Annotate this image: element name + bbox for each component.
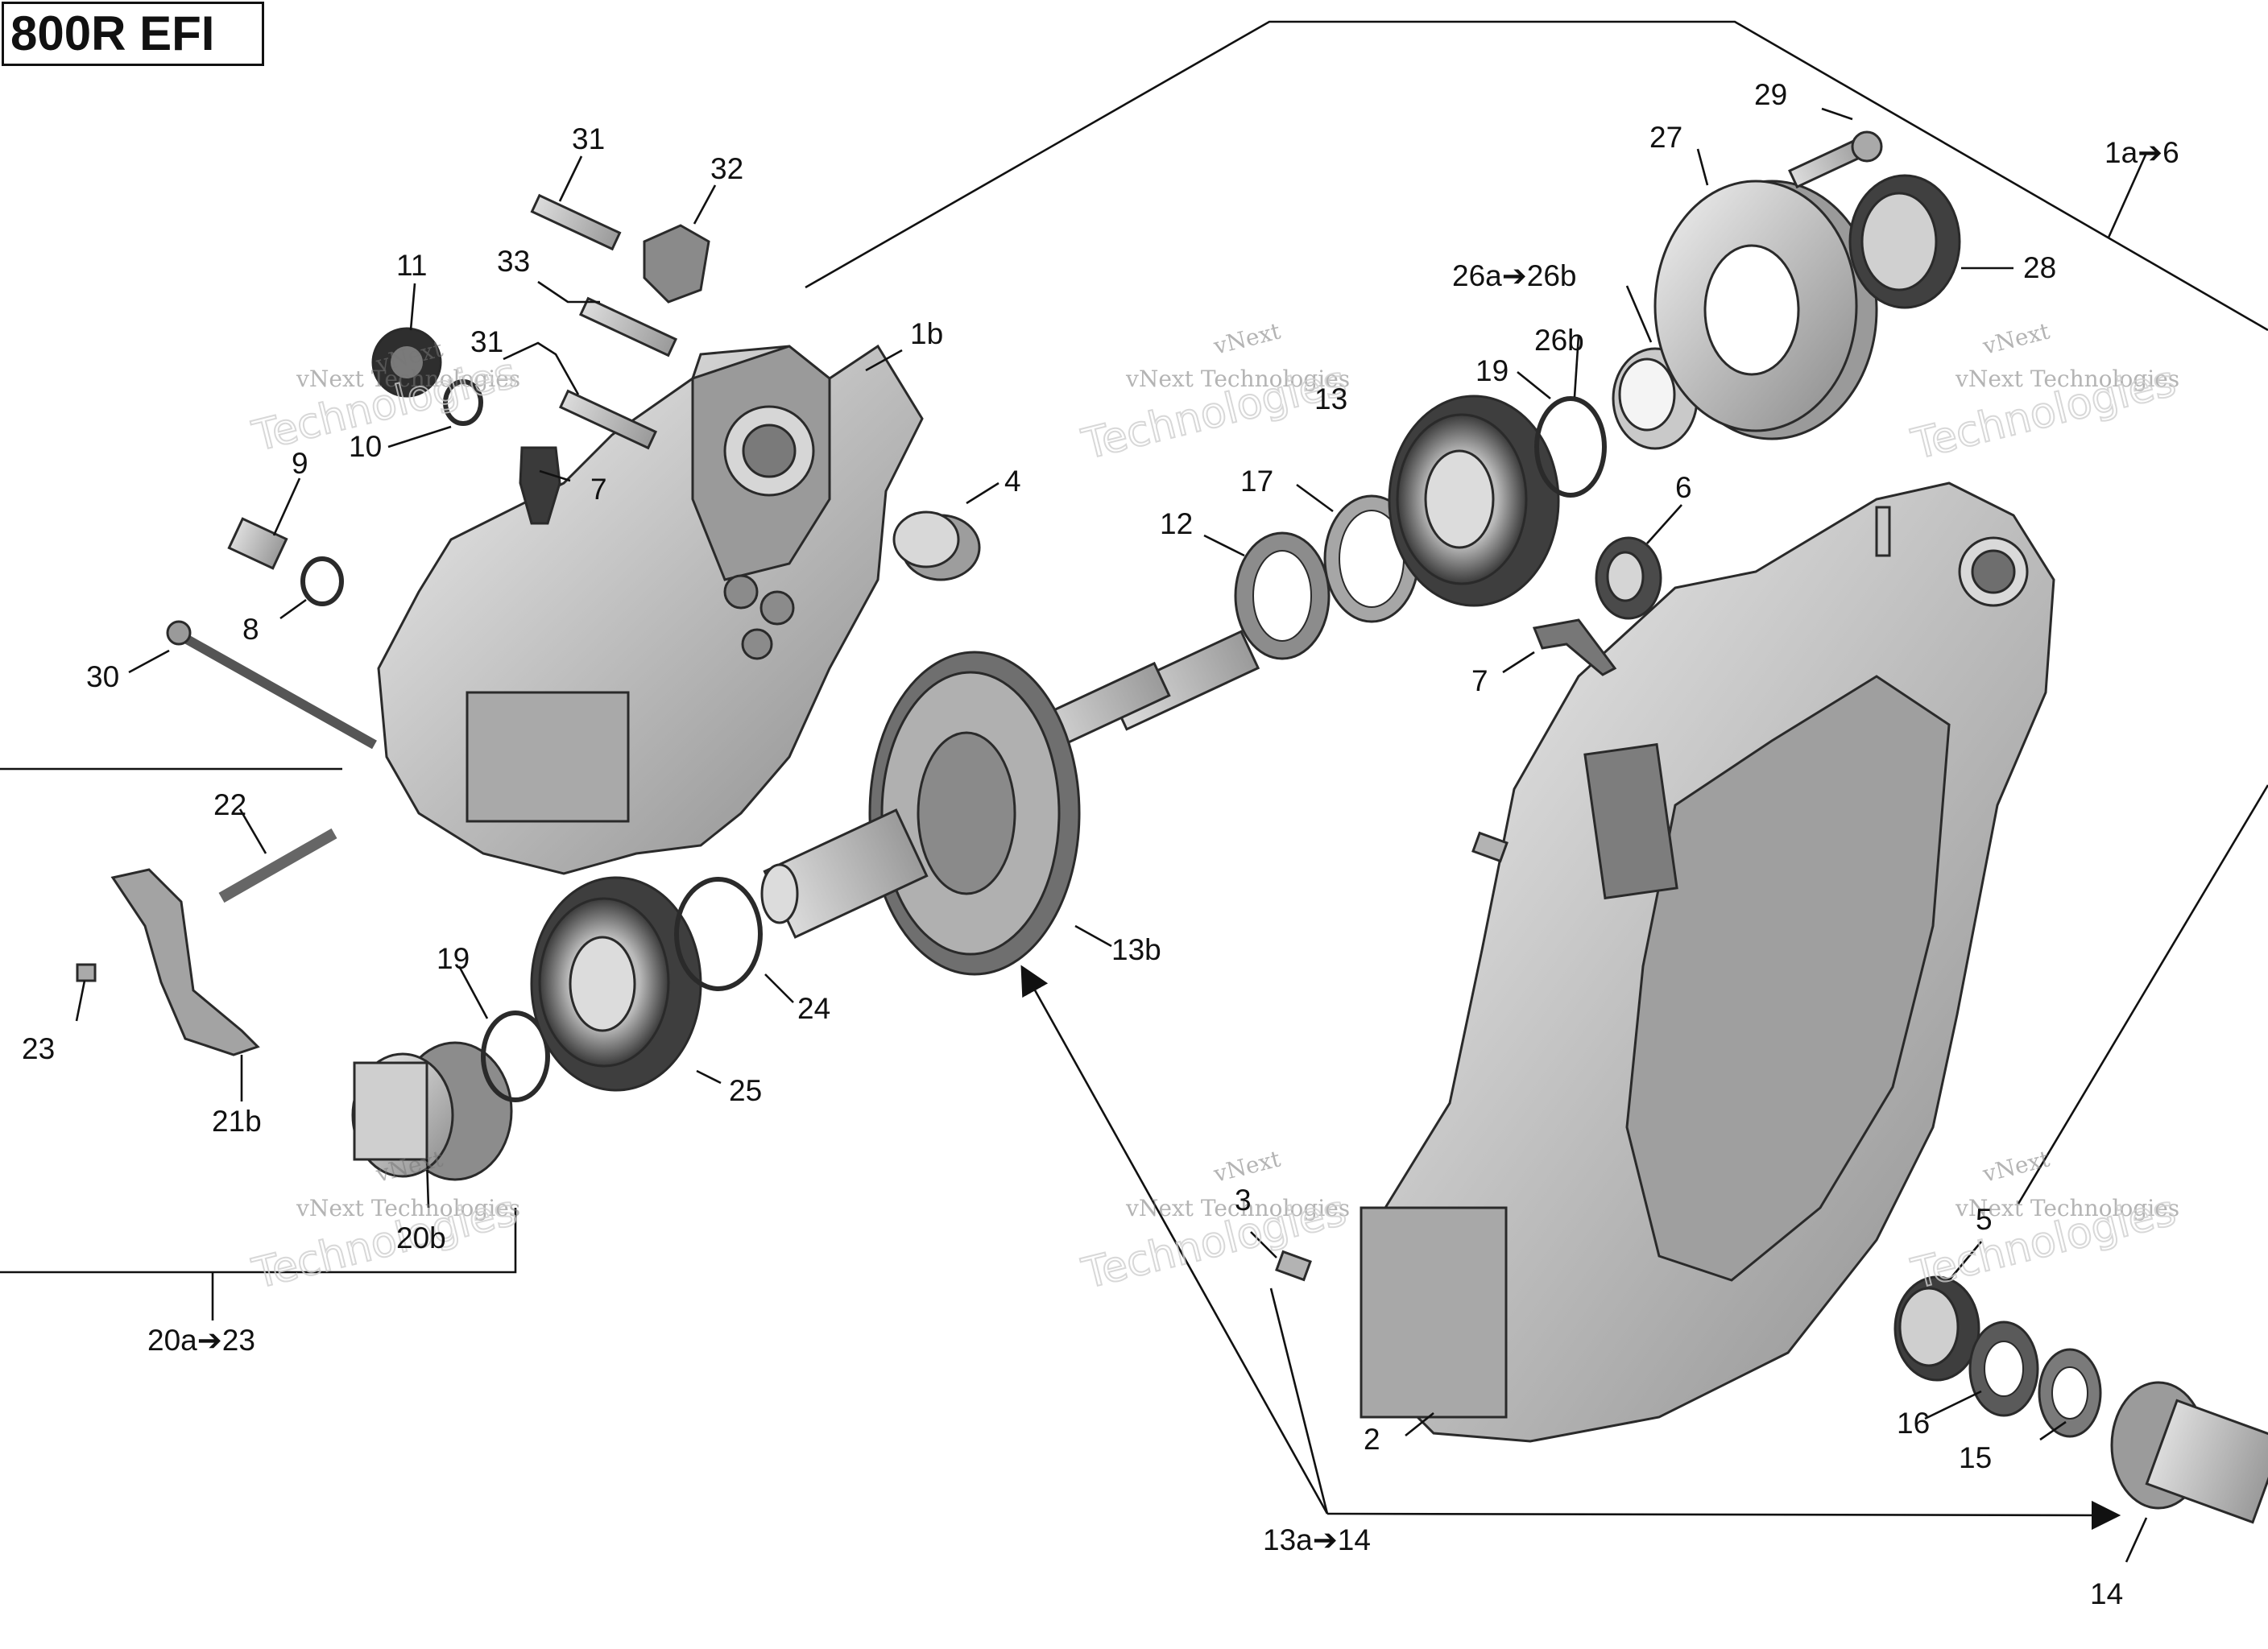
- watermark-top-right: vNext vNext Technologies Technologies: [1906, 317, 2182, 470]
- callout-22: 22: [213, 788, 246, 821]
- bearing-5: [1893, 1275, 1980, 1382]
- callout-26b: 26b: [1534, 324, 1584, 357]
- callout-31-lower: 31: [470, 325, 503, 358]
- callout-5: 5: [1976, 1203, 1993, 1236]
- screw-29: [1788, 130, 1883, 189]
- callout-28: 28: [2023, 251, 2056, 284]
- bearing-25: [530, 876, 702, 1092]
- callout-20b: 20b: [396, 1221, 446, 1254]
- pinion-shaft-14: [2110, 1381, 2268, 1524]
- callout-16: 16: [1897, 1407, 1930, 1440]
- plug-9: [227, 517, 288, 570]
- oil-seal-6: [1595, 536, 1662, 620]
- svg-text:vNext: vNext: [1211, 1145, 1284, 1188]
- callout-19-top: 19: [1475, 354, 1509, 387]
- callout-labels: 1b 1a➔6 2 3 4 5 6 7 7 8 9 10 11 12 13 13…: [22, 78, 2179, 1610]
- callout-13a-14: 13a➔14: [1263, 1523, 1371, 1556]
- callout-33: 33: [497, 245, 530, 278]
- bolt-31-top: [530, 193, 622, 251]
- callout-14: 14: [2090, 1577, 2123, 1610]
- sensor-11: [371, 327, 442, 398]
- callout-26a-26b: 26a➔26b: [1452, 259, 1576, 292]
- callout-1a-6: 1a➔6: [2105, 136, 2179, 169]
- callout-24: 24: [797, 992, 830, 1025]
- callout-9: 9: [292, 447, 308, 480]
- o-ring-8: [300, 556, 344, 606]
- callout-17: 17: [1240, 465, 1273, 498]
- callout-10: 10: [349, 430, 382, 463]
- svg-text:vNext Technologies: vNext Technologies: [296, 366, 520, 392]
- arrow-13a-14-diagonal: [1020, 965, 1329, 1515]
- callout-7-right: 7: [1471, 664, 1488, 697]
- watermark-bottom-center: vNext vNext Technologies Technologies: [1077, 1145, 1352, 1300]
- callout-7-left: 7: [590, 473, 607, 506]
- callout-25: 25: [729, 1074, 762, 1107]
- o-ring-19-top: [1534, 396, 1607, 498]
- callout-3: 3: [1235, 1184, 1252, 1217]
- callout-6: 6: [1675, 471, 1692, 504]
- right-case-half: [1360, 481, 2055, 1443]
- bolt-30: [179, 631, 377, 750]
- o-ring-19-bottom: [481, 1010, 550, 1102]
- svg-text:vNext Technologies: vNext Technologies: [1125, 366, 1350, 392]
- callout-2: 2: [1364, 1423, 1380, 1456]
- breather-7-left: [519, 446, 561, 525]
- bearing-cover-27: [1653, 180, 1878, 440]
- callout-23: 23: [22, 1032, 55, 1065]
- callout-31-top: 31: [572, 122, 605, 155]
- dowel-pin-upper: [1471, 831, 1509, 863]
- callout-29: 29: [1754, 78, 1787, 111]
- svg-text:vNext: vNext: [1211, 317, 1284, 360]
- svg-text:vNext Technologies: vNext Technologies: [1955, 1195, 2179, 1221]
- model-title: 800R EFI: [2, 2, 264, 66]
- callout-1b: 1b: [910, 317, 943, 350]
- group-bracket-1a-6-right: [2017, 784, 2268, 1205]
- bolt-33: [578, 296, 678, 357]
- svg-text:vNext Technologies: vNext Technologies: [1125, 1195, 1350, 1221]
- left-case-half: [377, 344, 924, 875]
- group-bracket-20a-23-bottom: [0, 1208, 517, 1274]
- o-ring-10: [443, 379, 483, 426]
- breather-7-right: [1532, 618, 1617, 676]
- o-ring-24: [674, 877, 763, 991]
- oil-seal-28: [1848, 174, 1961, 309]
- leader-lines: [75, 107, 2148, 1563]
- bolt-31-lower: [558, 389, 658, 450]
- watermark-top-center: vNext vNext Technologies Technologies: [1077, 317, 1352, 470]
- callout-12: 12: [1160, 507, 1193, 540]
- callout-11: 11: [396, 249, 427, 282]
- driven-gear-shaft: [760, 630, 1260, 976]
- callout-32: 32: [710, 152, 743, 185]
- bearing-13: [1388, 395, 1560, 607]
- dowel-pin-3: [1275, 1250, 1312, 1282]
- callout-15: 15: [1959, 1441, 1992, 1474]
- callout-8: 8: [242, 613, 259, 646]
- callout-19-bottom: 19: [437, 942, 470, 975]
- callout-30: 30: [86, 660, 119, 693]
- group-bracket-1a-6: [805, 20, 2268, 332]
- bushing-4: [892, 510, 981, 581]
- sleeve-20b: [351, 1041, 513, 1181]
- callout-27: 27: [1649, 121, 1682, 154]
- shift-rail-22: [218, 828, 337, 903]
- callout-13: 13: [1314, 382, 1347, 415]
- svg-text:vNext Technologies: vNext Technologies: [1955, 366, 2179, 392]
- watermark-bottom-right: vNext vNext Technologies Technologies: [1906, 1145, 2182, 1300]
- fitting-32: [643, 224, 710, 304]
- callout-21b: 21b: [212, 1105, 262, 1138]
- arrow-13a-14-horizontal: [1326, 1500, 2121, 1531]
- group-bracket-1a-6-left: [1269, 1287, 1329, 1515]
- shift-fork-21b: [110, 868, 260, 1056]
- svg-text:vNext Technologies: vNext Technologies: [296, 1195, 520, 1221]
- pin-23: [76, 963, 97, 982]
- svg-text:vNext: vNext: [1980, 1145, 2053, 1188]
- callout-4: 4: [1004, 465, 1021, 498]
- callout-20a-23: 20a➔23: [147, 1324, 255, 1357]
- svg-text:vNext: vNext: [1980, 317, 2053, 360]
- callout-13b: 13b: [1111, 933, 1161, 966]
